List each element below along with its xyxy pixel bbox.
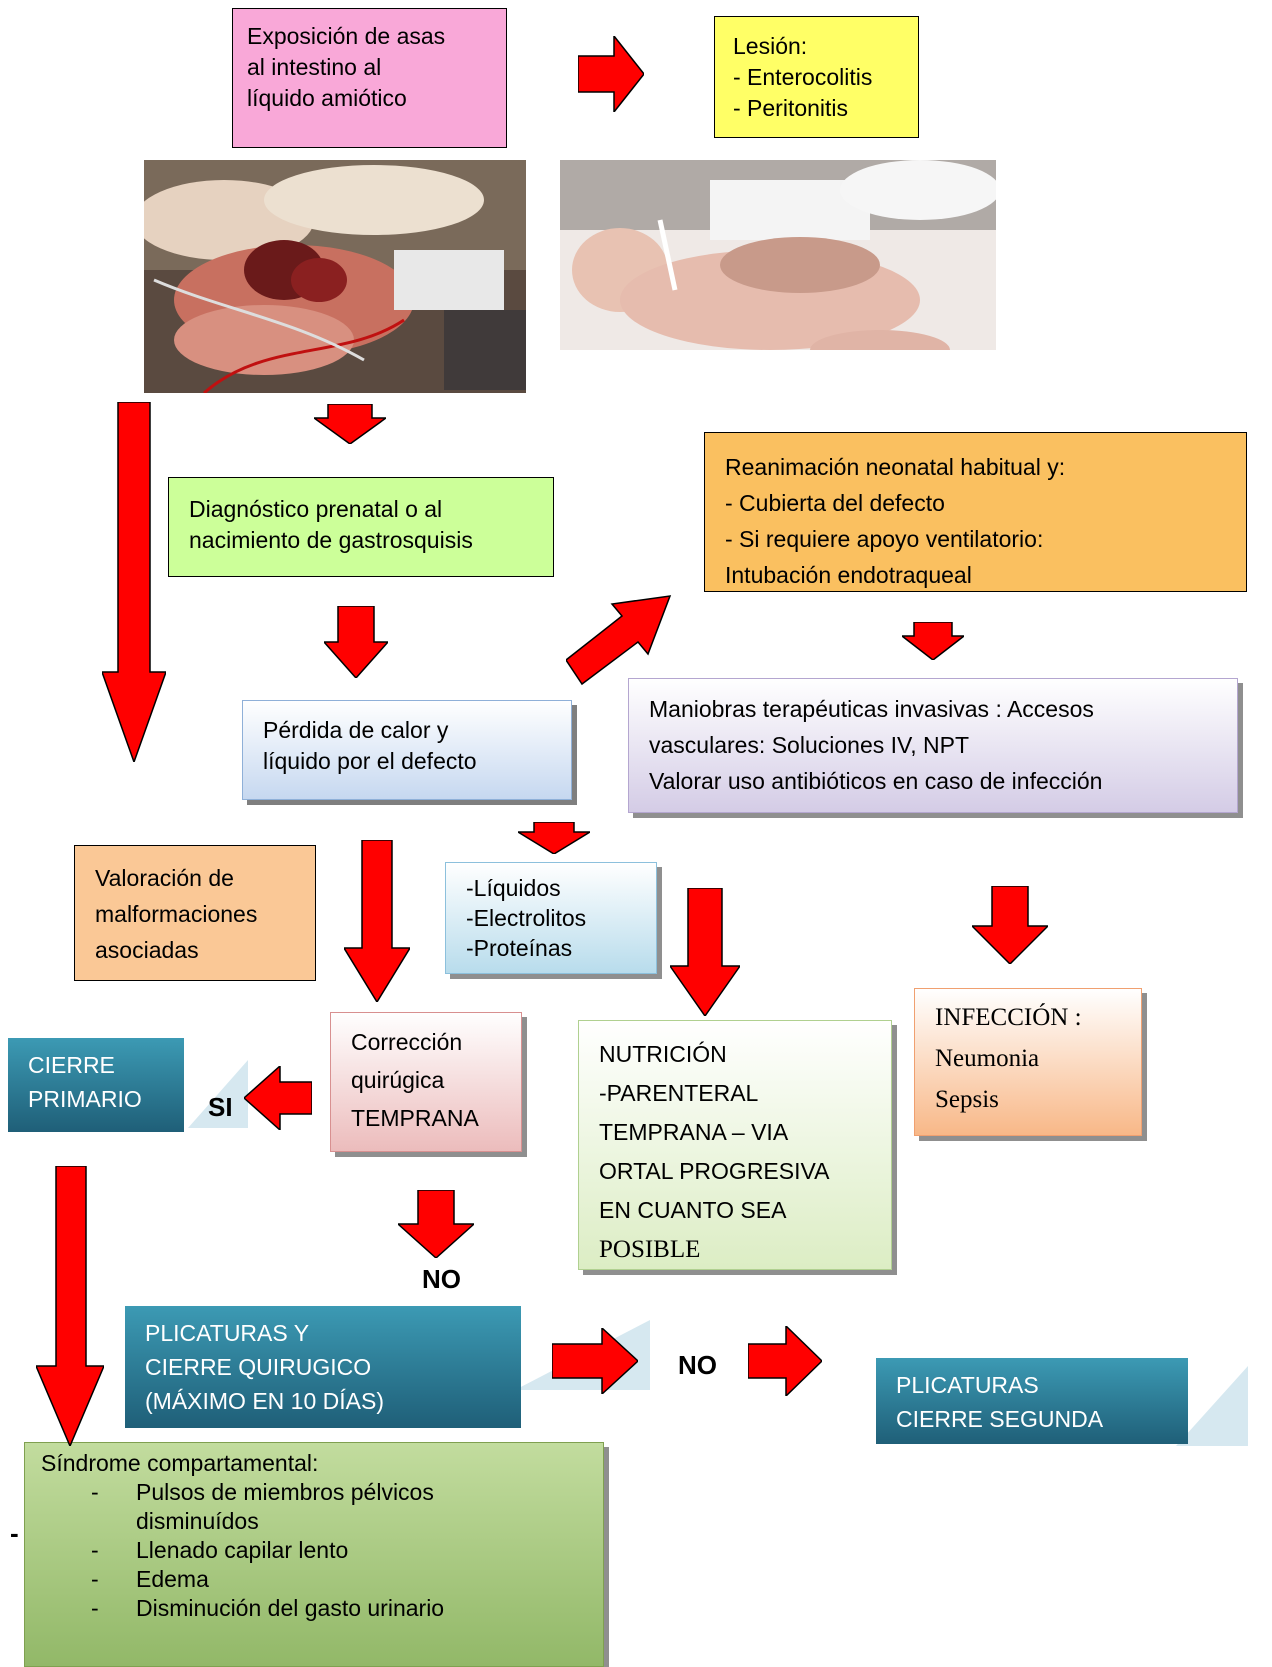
arrow-right-3	[748, 1326, 822, 1396]
surgical-correction-box: Corrección quirúgica TEMPRANA	[330, 1012, 522, 1152]
compartment-title: Síndrome compartamental:	[41, 1450, 319, 1476]
arrow-right-2	[552, 1328, 638, 1394]
lesion-box: Lesión: - Enterocolitis - Peritonitis	[714, 16, 919, 138]
list-item: Pulsos de miembros pélvicos disminuídos	[41, 1478, 436, 1536]
si-label: SI	[208, 1092, 233, 1122]
dash-mark: -	[10, 1518, 19, 1548]
malformations-box: Valoración de malformaciones asociadas	[74, 845, 316, 981]
exposure-line: al intestino al	[247, 54, 382, 80]
arrow-down-8	[398, 1190, 474, 1258]
nutrition-line: NUTRICIÓN	[599, 1041, 727, 1067]
diagnosis-line: nacimiento de gastrosquisis	[189, 527, 473, 553]
infection-line: Neumonia	[935, 1045, 1040, 1072]
arrow-down-3	[902, 622, 964, 660]
malformations-line: malformaciones	[95, 901, 258, 927]
surgical-correction-line: quirúgica	[351, 1067, 445, 1093]
arrow-down-2	[324, 606, 388, 678]
plications-tail	[125, 1320, 650, 1390]
no-label-2: NO	[678, 1350, 717, 1380]
nutrition-line: POSIBLE	[599, 1236, 701, 1263]
fluids-box: -Líquidos -Electrolitos -Proteínas	[445, 862, 657, 974]
newborn-photo	[560, 160, 996, 393]
infection-line: Sepsis	[935, 1086, 999, 1113]
exposure-box: Exposición de asas al intestino al líqui…	[232, 8, 507, 148]
resuscitation-box: Reanimación neonatal habitual y: - Cubie…	[704, 432, 1247, 592]
arrow-down-6	[670, 888, 740, 1016]
fluids-line: -Proteínas	[466, 935, 573, 961]
list-item: Edema	[41, 1565, 587, 1594]
nutrition-line: ORTAL PROGRESIVA	[599, 1158, 830, 1184]
primary-closure-line: PRIMARIO	[28, 1086, 142, 1112]
resuscitation-line: - Cubierta del defecto	[725, 490, 945, 516]
nutrition-line: TEMPRANA – VIA	[599, 1119, 789, 1145]
heat-loss-line: Pérdida de calor y	[263, 717, 449, 743]
second-closure-box: PLICATURAS CIERRE SEGUNDA	[876, 1358, 1188, 1444]
surgical-correction-line: TEMPRANA	[351, 1105, 479, 1131]
maneuvers-box: Maniobras terapéuticas invasivas : Acces…	[628, 678, 1238, 813]
infection-line: INFECCIÓN :	[935, 1004, 1082, 1031]
plications-line: CIERRE QUIRUGICO	[145, 1354, 372, 1380]
lesion-line: - Enterocolitis	[733, 64, 873, 90]
surgical-correction-line: Corrección	[351, 1029, 463, 1055]
maneuvers-line: Valorar uso antibióticos en caso de infe…	[649, 768, 1103, 794]
diagnosis-box: Diagnóstico prenatal o al nacimiento de …	[168, 477, 554, 577]
heat-loss-line: líquido por el defecto	[263, 748, 477, 774]
lesion-line: - Peritonitis	[733, 95, 849, 121]
resuscitation-line: Intubación endotraqueal	[725, 562, 972, 588]
primary-closure-line: CIERRE	[28, 1052, 115, 1078]
fluids-line: -Líquidos	[466, 875, 561, 901]
primary-closure-tail	[8, 1060, 248, 1128]
surgery-photo	[144, 160, 526, 393]
maneuvers-line: Maniobras terapéuticas invasivas : Acces…	[649, 696, 1094, 722]
list-item: Disminución del gasto urinario	[41, 1594, 587, 1623]
compartment-list: Pulsos de miembros pélvicos disminuídos …	[41, 1478, 587, 1623]
fluids-line: -Electrolitos	[466, 905, 587, 931]
heat-loss-box: Pérdida de calor y líquido por el defect…	[242, 700, 572, 800]
plications-line: PLICATURAS Y	[145, 1320, 310, 1346]
exposure-line: líquido amiótico	[247, 85, 407, 111]
second-closure-line: PLICATURAS	[896, 1372, 1039, 1398]
arrow-down-long-primary	[36, 1166, 104, 1446]
diagnosis-line: Diagnóstico prenatal o al	[189, 496, 443, 522]
arrow-down-4	[518, 822, 590, 854]
resuscitation-line: - Si requiere apoyo ventilatorio:	[725, 526, 1044, 552]
plications-line: (MÁXIMO EN 10 DÍAS)	[145, 1388, 384, 1414]
nutrition-box: NUTRICIÓN -PARENTERAL TEMPRANA – VIA ORT…	[578, 1020, 892, 1270]
infection-box: INFECCIÓN : Neumonia Sepsis	[914, 988, 1142, 1136]
lesion-line: Lesión:	[733, 33, 808, 59]
exposure-line: Exposición de asas	[247, 23, 446, 49]
arrow-left-1	[244, 1066, 312, 1130]
plications-box: PLICATURAS Y CIERRE QUIRUGICO (MÁXIMO EN…	[125, 1306, 521, 1428]
arrow-down-5	[344, 840, 410, 1002]
malformations-line: Valoración de	[95, 865, 234, 891]
resuscitation-line: Reanimación neonatal habitual y:	[725, 454, 1066, 480]
compartment-box: Síndrome compartamental: Pulsos de miemb…	[24, 1442, 604, 1667]
list-item: Llenado capilar lento	[41, 1536, 587, 1565]
nutrition-line: -PARENTERAL	[599, 1080, 759, 1106]
nutrition-line: EN CUANTO SEA	[599, 1197, 787, 1223]
primary-closure-box: CIERRE PRIMARIO	[8, 1038, 184, 1132]
arrow-diagonal	[566, 595, 672, 686]
arrow-down-7	[972, 886, 1048, 964]
no-label-1: NO	[422, 1264, 461, 1294]
maneuvers-line: vasculares: Soluciones IV, NPT	[649, 732, 970, 758]
second-closure-tail	[876, 1366, 1248, 1446]
arrow-down-1	[314, 404, 386, 444]
arrow-down-long-left	[102, 402, 166, 762]
second-closure-line: CIERRE SEGUNDA	[896, 1406, 1104, 1432]
malformations-line: asociadas	[95, 937, 199, 963]
arrow-right-1	[578, 36, 644, 112]
